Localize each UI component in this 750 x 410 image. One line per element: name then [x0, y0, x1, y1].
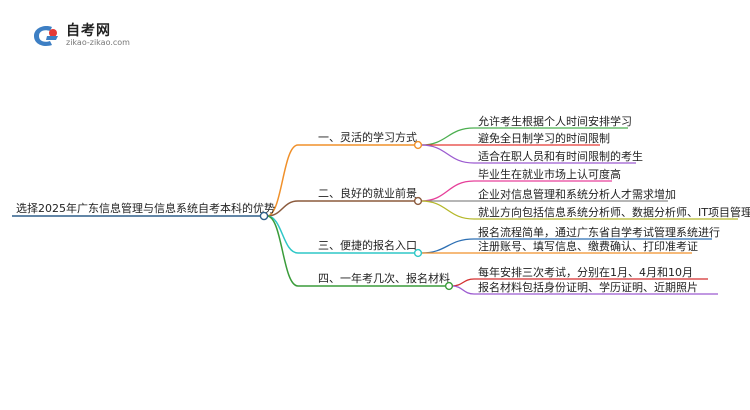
branch-collapse-toggle[interactable]: [413, 196, 423, 206]
leaf-connector: [451, 285, 475, 295]
root-collapse-toggle[interactable]: [259, 211, 269, 221]
branch-collapse-toggle[interactable]: [413, 248, 423, 258]
leaf-topic: 允许考生根据个人时间安排学习: [478, 114, 632, 128]
branch-topic-4: 四、一年考几次、报名材料: [318, 271, 450, 285]
root-topic: 选择2025年广东信息管理与信息系统自考本科的优势: [16, 201, 275, 215]
logo-mark-icon: [34, 26, 58, 46]
leaf-connector: [420, 238, 475, 254]
leaf-connector: [420, 180, 475, 202]
leaf-topic: 适合在职人员和有时间限制的考生: [478, 149, 643, 163]
leaf-topic: 避免全日制学习的时间限制: [478, 131, 610, 145]
branch-connector: [266, 144, 299, 217]
leaf-connector: [420, 127, 475, 146]
branch-collapse-toggle[interactable]: [413, 140, 423, 150]
leaf-topic: 毕业生在就业市场上认可度高: [478, 167, 621, 181]
leaf-connector: [451, 278, 475, 287]
leaf-topic: 企业对信息管理和系统分析人才需求增加: [478, 187, 676, 201]
branch-connector: [266, 200, 299, 217]
branch-topic-2: 二、良好的就业前景: [318, 186, 417, 200]
leaf-topic: 每年安排三次考试，分别在1月、4月和10月: [478, 265, 693, 279]
leaf-topic: 注册账号、填写信息、缴费确认、打印准考证: [478, 239, 698, 253]
logo-url: zikao-zikao.com: [66, 38, 130, 47]
leaf-connector: [420, 144, 475, 164]
branch-connector: [266, 215, 299, 287]
leaf-connector: [420, 200, 475, 220]
branch-topic-3: 三、便捷的报名入口: [318, 238, 417, 252]
leaf-topic: 报名材料包括身份证明、学历证明、近期照片: [478, 280, 698, 294]
branch-connector: [266, 215, 299, 254]
leaf-topic: 报名流程简单，通过广东省自学考试管理系统进行: [478, 225, 720, 239]
branch-topic-1: 一、灵活的学习方式: [318, 130, 417, 144]
site-logo: 自考网 zikao-zikao.com: [30, 18, 140, 52]
logo-title: 自考网: [66, 23, 111, 39]
leaf-topic: 就业方向包括信息系统分析师、数据分析师、IT项目管理: [478, 205, 750, 219]
branch-collapse-toggle[interactable]: [444, 281, 454, 291]
